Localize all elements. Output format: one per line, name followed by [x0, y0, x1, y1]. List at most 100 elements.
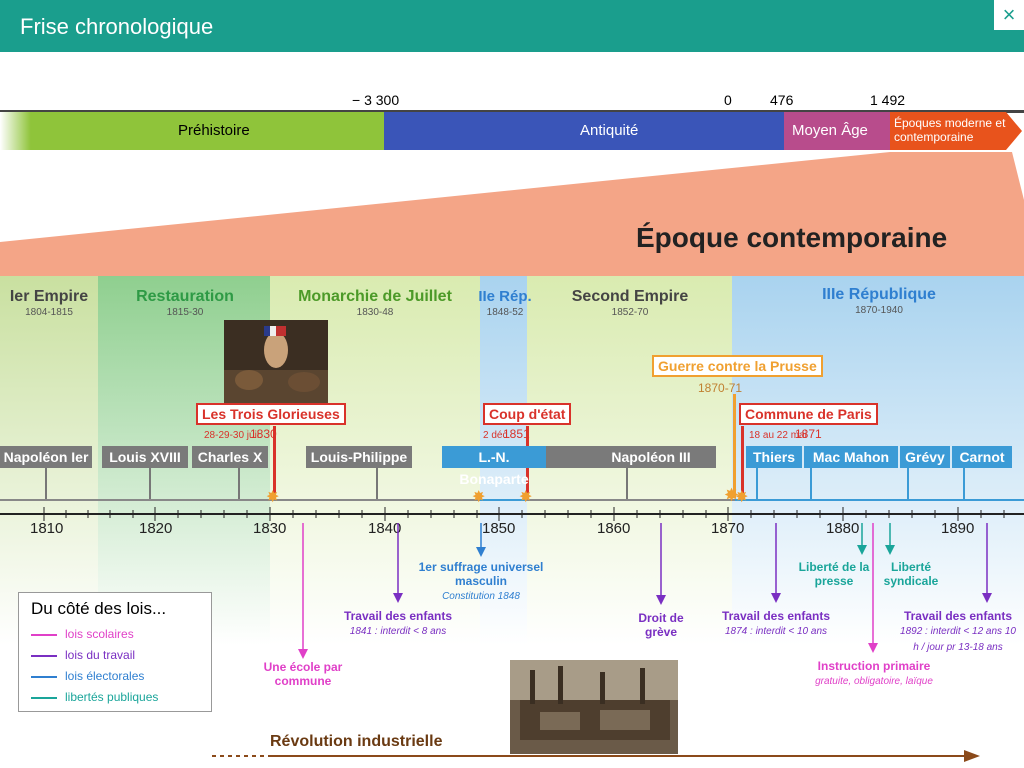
legend-label: lois du travail: [65, 648, 136, 662]
regime-dates: 1852-70: [611, 307, 649, 318]
law-title: Travail des enfants: [721, 609, 831, 623]
law-instruction-primaire[interactable]: Instruction primaire gratuite, obligatoir…: [806, 659, 942, 689]
law-liberte-syndicale[interactable]: Liberté syndicale: [876, 560, 946, 588]
legend-label: lois scolaires: [65, 627, 134, 641]
law-detail: 1892 : interdit < 12 ans 10 h / jour pr …: [900, 626, 1016, 653]
law-title: Instruction primaire: [817, 659, 931, 673]
ruler-mac-mahon[interactable]: Mac Mahon: [804, 446, 898, 468]
law-title: Une école par commune: [263, 660, 343, 688]
period-label: Antiquité: [580, 122, 639, 139]
ruler-napoleon-1[interactable]: Napoléon Ier: [0, 446, 92, 468]
arrow-right-icon: [31, 675, 57, 678]
axis-year: 1850: [482, 520, 516, 537]
industrial-label: Révolution industrielle: [270, 733, 443, 750]
ruler-stem: [149, 468, 151, 500]
legend-item: lois scolaires: [31, 627, 134, 641]
period-label: Moyen Âge: [792, 122, 868, 139]
tick-label: 476: [770, 92, 794, 108]
event-date: 1851: [503, 427, 530, 441]
period-prehistoire: Préhistoire: [0, 112, 384, 150]
ruler-louis-philippe[interactable]: Louis-Philippe: [306, 446, 412, 468]
axis-ticks: [43, 507, 1005, 521]
reign-bar: [525, 499, 735, 501]
zoom-title: Époque contemporaine: [636, 222, 948, 253]
law-title: Travail des enfants: [343, 609, 453, 623]
ruler-stem: [45, 468, 47, 500]
period-modern-arrow: [890, 112, 1022, 150]
regime-label: Ier Empire: [9, 288, 89, 305]
regime-label: IIIe République: [822, 286, 936, 303]
event-burst-icon: ✸: [519, 489, 533, 506]
arrow-right-icon: [31, 633, 57, 636]
ruler-charles-x[interactable]: Charles X: [192, 446, 268, 468]
reign-bar: [0, 499, 480, 501]
tick-label: 1 492: [870, 92, 906, 108]
legend-title: Du côté des lois...: [31, 599, 167, 618]
law-travail-enfants-1841[interactable]: Travail des enfants 1841 : interdit < 8 a…: [330, 609, 466, 639]
ruler-stem: [626, 468, 628, 500]
legend-item: lois du travail: [31, 648, 135, 662]
axis-year: 1870: [711, 520, 745, 537]
legend-label: lois électorales: [65, 669, 145, 683]
event-coup-detat[interactable]: Coup d'état: [483, 403, 572, 425]
legend-item: libertés publiques: [31, 690, 158, 704]
ruler-carnot[interactable]: Carnot: [952, 446, 1012, 468]
law-detail: gratuite, obligatoire, laïque: [815, 676, 933, 687]
axis-year: 1810: [30, 520, 64, 537]
event-date: 1870-71: [698, 381, 743, 395]
regime-dates: 1804-1815: [25, 307, 73, 318]
reign-bar: [735, 499, 1024, 501]
ruler-stem: [963, 468, 965, 500]
period-label: Préhistoire: [178, 122, 250, 139]
ruler-louis-xviii[interactable]: Louis XVIII: [102, 446, 188, 468]
regime-dates: 1870-1940: [855, 305, 903, 316]
event-burst-icon: ✸: [266, 489, 280, 506]
event-line: [733, 394, 736, 498]
regime-label: IIe Rép.: [478, 288, 532, 305]
ruler-thiers[interactable]: Thiers: [746, 446, 802, 468]
period-moyen-age: Moyen Âge: [784, 112, 890, 150]
law-title: Travail des enfants: [903, 609, 1013, 623]
event-date: 1871: [795, 427, 822, 441]
law-travail-enfants-1892[interactable]: Travail des enfants 1892 : interdit < 12 …: [896, 609, 1020, 655]
ruler-grevy[interactable]: Grévy: [900, 446, 950, 468]
law-droit-greve[interactable]: Droit de grève: [630, 611, 692, 639]
top-axis: [0, 110, 1024, 113]
period-label: Époques moderne et contemporaine: [894, 116, 1006, 144]
axis-year: 1830: [253, 520, 287, 537]
close-icon[interactable]: ×: [1002, 2, 1016, 27]
event-line: [741, 426, 744, 498]
arrow-right-icon: [31, 654, 57, 657]
law-ecole-commune[interactable]: Une école par commune: [256, 660, 350, 688]
arrow-right-icon: [31, 696, 57, 699]
law-title: Liberté syndicale: [883, 560, 939, 588]
event-burst-icon: ✸: [472, 489, 486, 506]
axis-year: 1860: [597, 520, 631, 537]
ruler-napoleon-3[interactable]: Napoléon III: [546, 446, 716, 468]
ruler-stem: [756, 468, 758, 500]
legend-item: lois électorales: [31, 669, 144, 683]
event-guerre-prusse[interactable]: Guerre contre la Prusse: [652, 355, 823, 377]
close-button[interactable]: ×: [994, 0, 1024, 30]
legend-box: Du côté des lois... lois scolaires lois …: [18, 592, 212, 712]
period-antiquite: Antiquité: [384, 112, 784, 150]
regime-dates: 1815-30: [166, 307, 204, 318]
event-line: [273, 426, 276, 498]
law-title: Droit de grève: [638, 611, 684, 639]
ruler-stem: [810, 468, 812, 500]
law-detail: 1841 : interdit < 8 ans: [349, 626, 447, 637]
event-commune-paris[interactable]: Commune de Paris: [739, 403, 878, 425]
axis-year: 1880: [826, 520, 860, 537]
legend-label: libertés publiques: [65, 690, 159, 704]
event-burst-icon: ✸: [735, 489, 749, 506]
law-liberte-presse[interactable]: Liberté de la presse: [794, 560, 874, 588]
ruler-ln-bonaparte[interactable]: L.-N. Bonaparte: [442, 446, 546, 487]
event-trois-glorieuses[interactable]: Les Trois Glorieuses: [196, 403, 346, 425]
title-bar: Frise chronologique: [0, 0, 1024, 52]
year-axis: [0, 513, 1024, 515]
ruler-stem: [376, 468, 378, 500]
ruler-stem: [238, 468, 240, 500]
law-title: Liberté de la presse: [798, 560, 870, 588]
